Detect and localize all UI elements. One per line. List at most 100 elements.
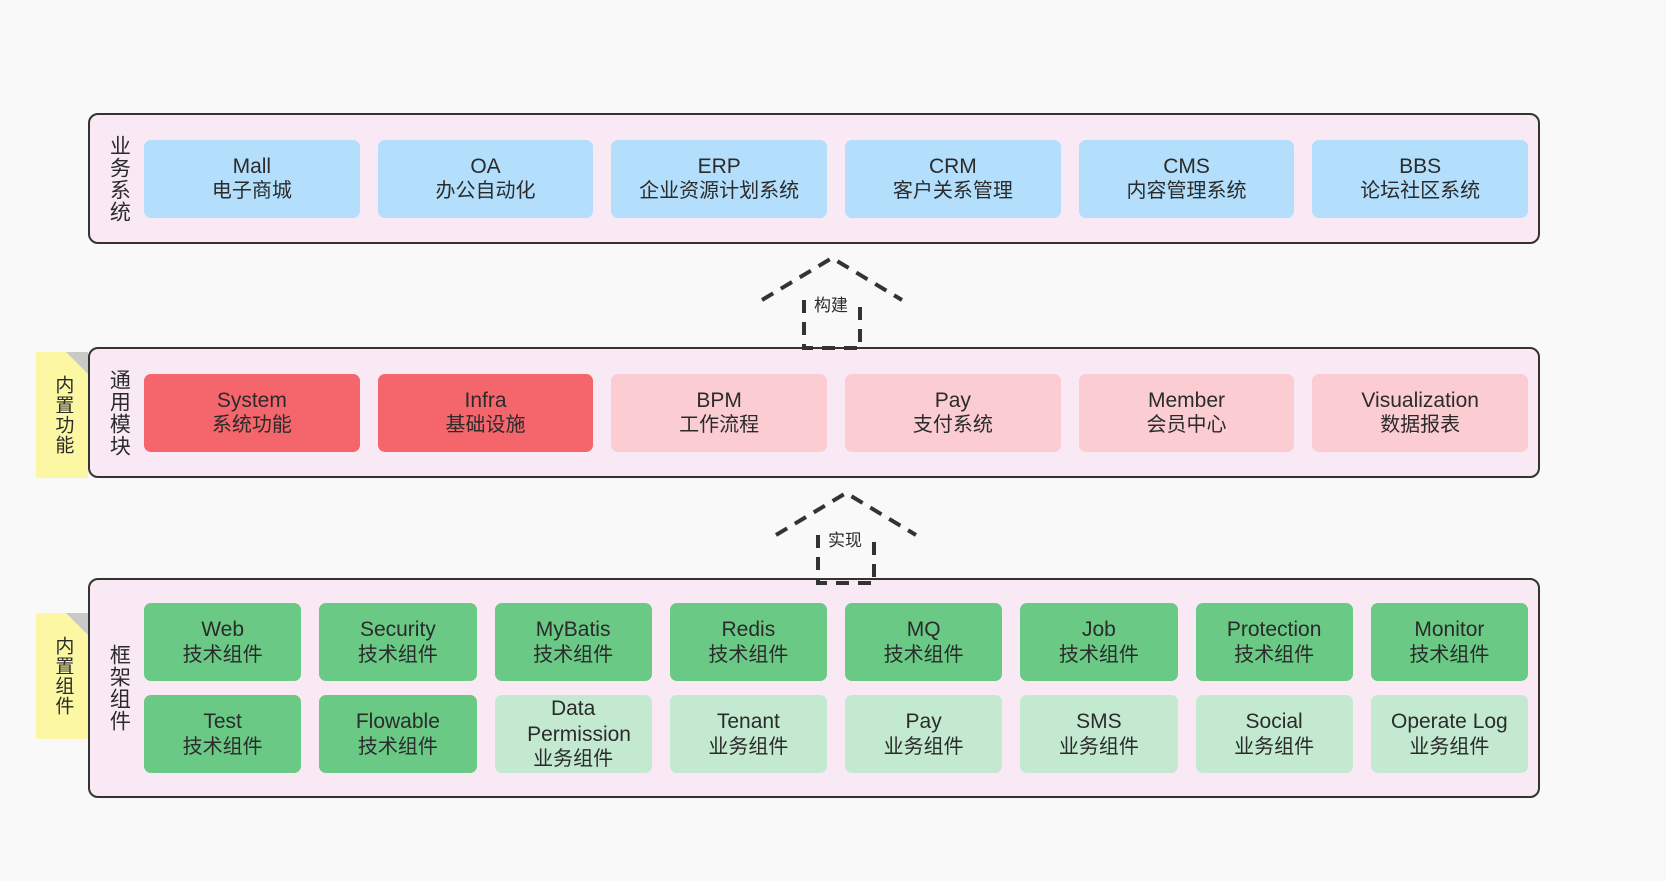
module-name: BPM: [696, 388, 742, 412]
component-card-web[interactable]: Web 技术组件: [144, 603, 302, 681]
module-card-visualization[interactable]: Visualization 数据报表: [1312, 373, 1529, 452]
component-card-sms[interactable]: SMS 业务组件: [1020, 695, 1178, 773]
module-name: ERP: [697, 154, 741, 178]
module-card-mall[interactable]: Mall 电子商城: [144, 139, 360, 218]
layer-row: System 系统功能 Infra 基础设施 BPM 工作流程 Pay 支付系统…: [144, 373, 1529, 452]
component-card-data-permission[interactable]: Data Permission 业务组件: [494, 695, 652, 773]
component-desc: 技术组件: [1234, 643, 1315, 666]
component-desc: 业务组件: [1234, 735, 1315, 758]
layer-business-system: 业务系统 Mall 电子商城 OA 办公自动化 ERP 企业资源计划系统 CRM…: [88, 113, 1540, 244]
component-desc: 技术组件: [1409, 643, 1490, 666]
component-card-security[interactable]: Security 技术组件: [319, 603, 477, 681]
component-card-mybatis[interactable]: MyBatis 技术组件: [494, 603, 652, 681]
module-name: System: [216, 388, 287, 412]
layer-title-common-module: 通用模块: [107, 368, 131, 457]
module-card-bbs[interactable]: BBS 论坛社区系统: [1312, 139, 1529, 218]
module-card-member[interactable]: Member 会员中心: [1078, 373, 1295, 452]
component-name: Job: [1081, 618, 1116, 641]
component-desc: 技术组件: [357, 643, 438, 666]
component-name: Web: [201, 618, 245, 641]
component-name: Security: [359, 618, 436, 641]
module-desc: 客户关系管理: [892, 180, 1013, 203]
module-desc: 会员中心: [1146, 414, 1227, 437]
component-name: Pay: [905, 710, 942, 733]
component-desc: 技术组件: [883, 643, 964, 666]
component-name: Data Permission: [527, 697, 631, 746]
sticky-fold-corner: [66, 352, 88, 374]
component-name: MyBatis: [535, 618, 611, 641]
module-name: CMS: [1163, 154, 1210, 178]
module-desc: 内容管理系统: [1126, 180, 1247, 203]
component-card-protection[interactable]: Protection 技术组件: [1195, 603, 1353, 681]
module-card-pay[interactable]: Pay 支付系统: [845, 373, 1061, 452]
component-name: Protection: [1226, 618, 1322, 641]
module-card-erp[interactable]: ERP 企业资源计划系统: [611, 139, 828, 218]
sticky-note-builtin-features: 内置功能: [36, 352, 88, 478]
layer-title-framework-component: 框架组件: [107, 644, 131, 732]
module-name: Infra: [464, 388, 507, 412]
component-card-mq[interactable]: MQ 技术组件: [845, 603, 1003, 681]
build-arrow-icon: [760, 255, 904, 350]
module-desc: 电子商城: [211, 180, 292, 203]
component-desc: 技术组件: [708, 643, 789, 666]
connector-implement: 实现: [766, 487, 926, 587]
component-desc: 业务组件: [533, 748, 614, 771]
layer-common-module: 通用模块 System 系统功能 Infra 基础设施 BPM 工作流程 Pay…: [88, 347, 1540, 478]
module-name: Visualization: [1361, 388, 1479, 412]
layer-row: Web 技术组件 Security 技术组件 MyBatis 技术组件 Redi…: [144, 603, 1528, 681]
component-name: Flowable: [355, 710, 440, 733]
layer-title-business-system: 业务系统: [107, 134, 131, 223]
module-name: BBS: [1399, 154, 1442, 178]
component-desc: 技术组件: [533, 643, 614, 666]
component-name: SMS: [1076, 710, 1122, 733]
component-desc: 业务组件: [1058, 735, 1139, 758]
component-card-monitor[interactable]: Monitor 技术组件: [1370, 603, 1528, 681]
sticky-note-label: 内置功能: [52, 375, 74, 455]
component-desc: 业务组件: [708, 735, 789, 758]
component-name: Tenant: [716, 710, 780, 733]
module-card-bpm[interactable]: BPM 工作流程: [611, 373, 828, 452]
module-desc: 办公自动化: [435, 180, 536, 203]
component-name: Test: [203, 710, 242, 733]
component-card-operate-log[interactable]: Operate Log 业务组件: [1370, 695, 1528, 773]
layer-framework-component: 框架组件 Web 技术组件 Security 技术组件 MyBatis 技术组件…: [88, 578, 1540, 798]
component-desc: 业务组件: [883, 735, 964, 758]
layer-row: Test 技术组件 Flowable 技术组件 Data Permission …: [144, 695, 1528, 773]
component-card-pay[interactable]: Pay 业务组件: [845, 695, 1003, 773]
module-card-infra[interactable]: Infra 基础设施: [377, 373, 594, 452]
component-desc: 技术组件: [1058, 643, 1139, 666]
module-desc: 论坛社区系统: [1360, 180, 1481, 203]
component-name: Operate Log: [1390, 710, 1508, 733]
component-card-flowable[interactable]: Flowable 技术组件: [319, 695, 477, 773]
component-card-job[interactable]: Job 技术组件: [1020, 603, 1178, 681]
module-name: OA: [470, 154, 501, 178]
module-name: Member: [1148, 388, 1226, 412]
component-name: Redis: [721, 618, 776, 641]
module-name: CRM: [928, 154, 977, 178]
module-name: Pay: [934, 388, 971, 412]
connector-build-label: 构建: [814, 296, 848, 315]
module-desc: 基础设施: [445, 414, 526, 437]
component-name: Social: [1245, 710, 1303, 733]
module-desc: 支付系统: [912, 414, 993, 437]
sticky-fold-corner: [66, 613, 88, 635]
module-desc: 系统功能: [211, 414, 292, 437]
implement-arrow-icon: [774, 490, 918, 585]
component-desc: 技术组件: [182, 735, 263, 758]
module-card-cms[interactable]: CMS 内容管理系统: [1078, 139, 1295, 218]
module-desc: 企业资源计划系统: [639, 180, 800, 203]
sticky-note-builtin-components: 内置组件: [36, 613, 88, 739]
module-desc: 工作流程: [679, 414, 760, 437]
module-card-system[interactable]: System 系统功能: [144, 373, 360, 452]
module-card-crm[interactable]: CRM 客户关系管理: [845, 139, 1061, 218]
component-name: Monitor: [1414, 618, 1485, 641]
connector-build: 构建: [752, 252, 912, 352]
component-card-social[interactable]: Social 业务组件: [1195, 695, 1353, 773]
module-desc: 数据报表: [1380, 414, 1461, 437]
component-card-redis[interactable]: Redis 技术组件: [669, 603, 827, 681]
component-card-tenant[interactable]: Tenant 业务组件: [669, 695, 827, 773]
component-desc: 业务组件: [1409, 735, 1490, 758]
module-card-oa[interactable]: OA 办公自动化: [377, 139, 594, 218]
component-card-test[interactable]: Test 技术组件: [144, 695, 302, 773]
